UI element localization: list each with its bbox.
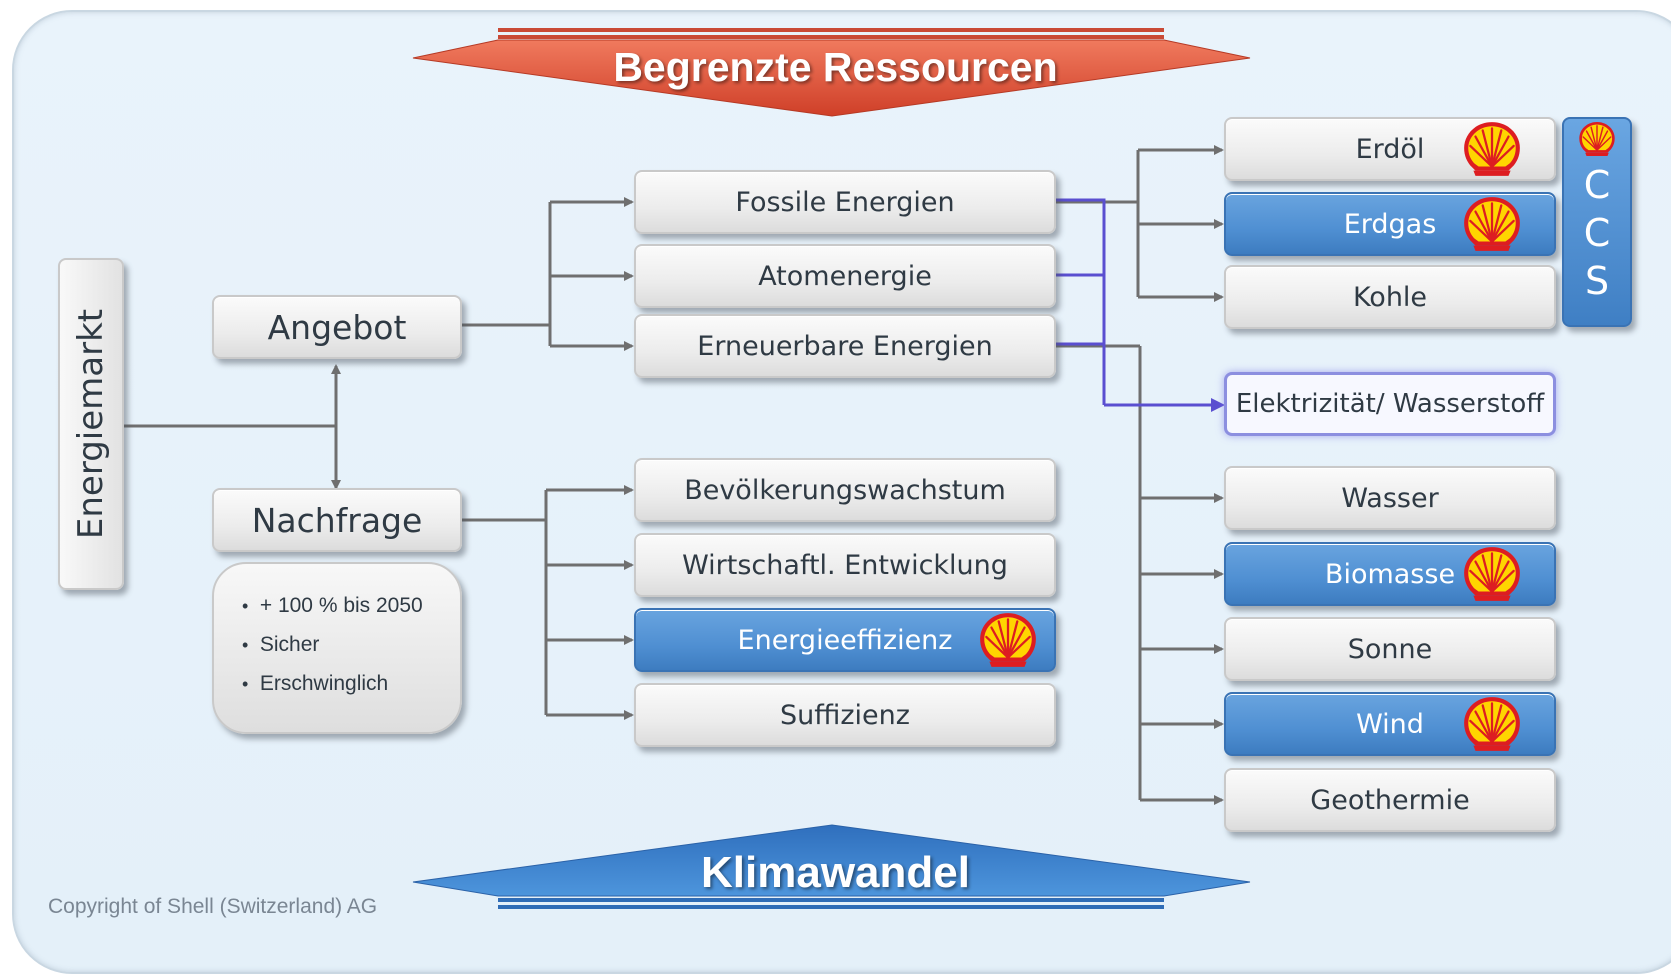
nachfrage-box: Nachfrage <box>212 488 462 552</box>
supply-source-box: Atomenergie <box>634 244 1056 308</box>
copyright-text: Copyright of Shell (Switzerland) AG <box>48 895 378 918</box>
nachfrage-label: Nachfrage <box>251 500 423 540</box>
ccs-letter: S <box>1584 259 1610 303</box>
demand-factor-box: Wirtschaftl. Entwicklung <box>634 533 1056 597</box>
note-text: Erschwinglich <box>259 672 389 695</box>
demand-factor-box-highlighted: Energieeffizienz <box>634 608 1056 672</box>
renewable-type-label: Wasser <box>1341 482 1439 514</box>
shell-logo-icon <box>1460 694 1524 754</box>
ccs-letter: C <box>1583 163 1611 207</box>
banner-title-bottom: Klimawandel <box>701 848 970 897</box>
list-item: • + 100 % bis 2050 <box>242 586 460 625</box>
top-banner <box>412 28 1251 117</box>
fossil-type-label: Erdgas <box>1343 208 1437 240</box>
supply-source-label: Fossile Energien <box>735 186 955 218</box>
renewable-type-label: Sonne <box>1347 633 1433 665</box>
demand-factor-box: Bevölkerungswachstum <box>634 458 1056 522</box>
bullet-icon: • <box>242 674 249 694</box>
ccs-box: C C S <box>1562 117 1632 327</box>
energiemarkt-box: Energiemarkt <box>58 258 124 590</box>
note-text: Sicher <box>259 633 320 656</box>
renewable-type-box: Geothermie <box>1224 768 1556 832</box>
list-item: • Sicher <box>242 625 460 664</box>
fossil-type-label: Kohle <box>1352 281 1428 313</box>
nachfrage-notes-box: • + 100 % bis 2050 • Sicher • Erschwingl… <box>212 562 462 734</box>
shell-logo-icon <box>1460 119 1524 179</box>
renewable-type-box: Sonne <box>1224 617 1556 681</box>
demand-factor-box: Suffizienz <box>634 683 1056 747</box>
demand-factor-label: Wirtschaftl. Entwicklung <box>682 549 1008 581</box>
list-item: • Erschwinglich <box>242 664 460 703</box>
bottom-banner <box>412 824 1251 909</box>
renewable-type-label: Wind <box>1356 708 1424 740</box>
shell-logo-icon <box>1460 544 1524 604</box>
supply-source-label: Atomenergie <box>758 260 932 292</box>
supply-source-label: Erneuerbare Energien <box>697 330 993 362</box>
energiemarkt-label: Energiemarkt <box>71 308 111 540</box>
fossil-type-box: Kohle <box>1224 265 1556 329</box>
bullet-icon: • <box>242 596 249 616</box>
renewable-type-box: Wasser <box>1224 466 1556 530</box>
angebot-label: Angebot <box>267 307 407 347</box>
shell-logo-icon <box>1576 120 1618 158</box>
demand-factor-label: Energieeffizienz <box>737 624 953 656</box>
connector-lines <box>124 28 1251 909</box>
shell-logo-icon <box>1460 194 1524 254</box>
supply-source-box: Fossile Energien <box>634 170 1056 234</box>
banner-title-top: Begrenzte Ressourcen <box>613 44 1058 90</box>
supply-source-box: Erneuerbare Energien <box>634 314 1056 378</box>
renewable-type-label: Geothermie <box>1310 784 1470 816</box>
carrier-label: Elektrizität/ Wasserstoff <box>1235 389 1545 419</box>
carrier-box: Elektrizität/ Wasserstoff <box>1224 372 1556 436</box>
angebot-box: Angebot <box>212 295 462 359</box>
note-text: + 100 % bis 2050 <box>259 594 423 617</box>
demand-factor-label: Bevölkerungswachstum <box>684 474 1006 506</box>
demand-factor-label: Suffizienz <box>780 699 910 731</box>
renewable-type-label: Biomasse <box>1324 558 1456 590</box>
shell-logo-icon <box>976 610 1040 670</box>
fossil-type-label: Erdöl <box>1355 133 1425 165</box>
bullet-icon: • <box>242 635 249 655</box>
ccs-letter: C <box>1583 211 1611 255</box>
